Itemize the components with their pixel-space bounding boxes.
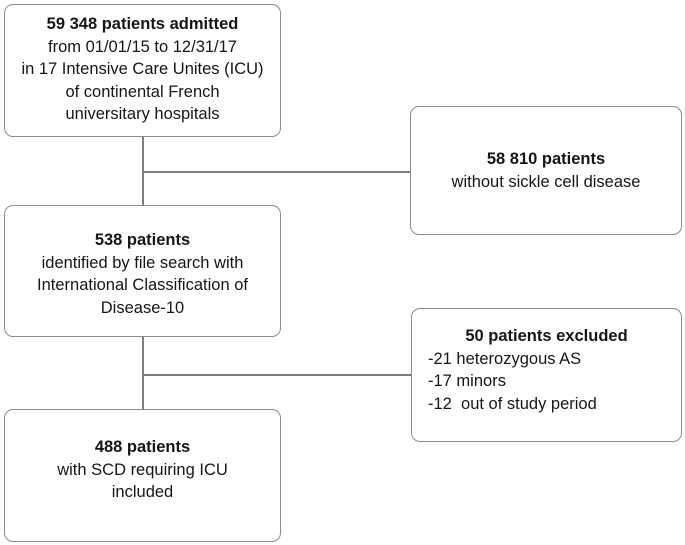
excluded-title: 50 patients excluded [465,327,628,345]
admitted-line-dates: from 01/01/15 to 12/31/17 [48,37,237,56]
flow-box-included: 488 patients with SCD requiring ICU incl… [4,409,281,542]
no-scd-title: 58 810 patients [486,150,606,168]
included-line-scd: with SCD requiring ICU [57,460,228,479]
admitted-line-icu: in 17 Intensive Care Unites (ICU) [21,60,264,78]
icd-title: 538 patients [94,231,191,249]
excluded-item-heterozygous: -21 heterozygous AS [428,349,582,368]
connector-icd-to-included [142,337,144,409]
icd-line-disease10: Disease-10 [100,298,185,317]
flow-box-admitted: 59 348 patients admitted from 01/01/15 t… [4,4,281,137]
included-line-included: included [111,483,174,501]
icd-line-classification: International Classification of [37,276,248,294]
connector-branch-excluded [142,374,411,376]
admitted-title: 59 348 patients admitted [46,15,239,33]
admitted-line-hospitals: universitary hospitals [65,105,220,123]
admitted-line-french: of continental French [65,82,220,101]
connector-branch-no-scd [142,171,410,173]
excluded-item-minors: -17 minors [428,372,506,390]
excluded-item-period: -12 out of study period [428,394,597,413]
icd-line-search: identified by file search with [41,253,244,272]
no-scd-line: without sickle cell disease [451,172,641,191]
included-title: 488 patients [94,438,191,456]
flow-box-icd: 538 patients identified by file search w… [4,205,281,337]
flow-box-excluded: 50 patients excluded -21 heterozygous AS… [411,308,682,442]
flow-box-no-scd: 58 810 patients without sickle cell dise… [410,106,682,235]
